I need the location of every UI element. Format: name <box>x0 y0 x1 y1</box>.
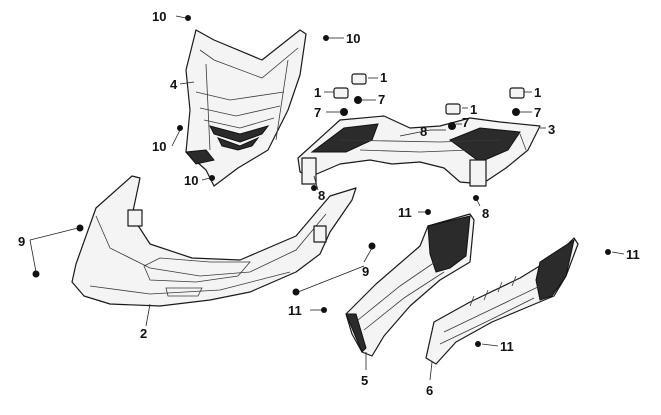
callout-3: 3 <box>548 122 555 137</box>
leader-lines <box>29 15 625 381</box>
callout-8-right: 8 <box>482 206 489 221</box>
callout-8-top: 8 <box>420 124 427 139</box>
callout-11-a: 11 <box>398 205 412 220</box>
callout-2: 2 <box>140 326 147 341</box>
callout-11-c: 11 <box>626 247 640 262</box>
callout-10-bottom: 10 <box>184 173 198 188</box>
callout-7-c: 7 <box>462 115 469 130</box>
callout-11-d: 11 <box>500 339 514 354</box>
callout-5: 5 <box>361 373 368 388</box>
callout-6: 6 <box>426 383 433 398</box>
callout-1-b: 1 <box>314 85 321 100</box>
callout-4: 4 <box>170 77 178 92</box>
callout-8-left: 8 <box>318 188 325 203</box>
fasteners <box>32 15 611 347</box>
callout-7-d: 7 <box>534 105 541 120</box>
callout-9-right: 9 <box>362 264 369 279</box>
part-4-front-cover <box>185 29 307 187</box>
callout-11-b: 11 <box>288 303 302 318</box>
callout-10-right: 10 <box>346 31 360 46</box>
callout-7-a: 7 <box>378 92 385 107</box>
callout-10-top: 10 <box>152 9 166 24</box>
callout-9-left: 9 <box>18 234 25 249</box>
callout-labels: 10 10 4 10 10 1 1 7 7 1 7 1 7 8 3 8 8 9 … <box>18 9 640 398</box>
callout-10-mid: 10 <box>152 139 166 154</box>
part-5-side-skirt-left <box>345 213 475 357</box>
part-3-frame-bracket <box>297 115 541 187</box>
part-6-side-skirt-right <box>425 237 579 365</box>
callout-1-d: 1 <box>534 85 541 100</box>
callout-1-a: 1 <box>380 70 387 85</box>
callout-1-c: 1 <box>470 102 477 117</box>
part-2-floor-panel <box>71 175 357 307</box>
callout-7-b: 7 <box>314 105 321 120</box>
